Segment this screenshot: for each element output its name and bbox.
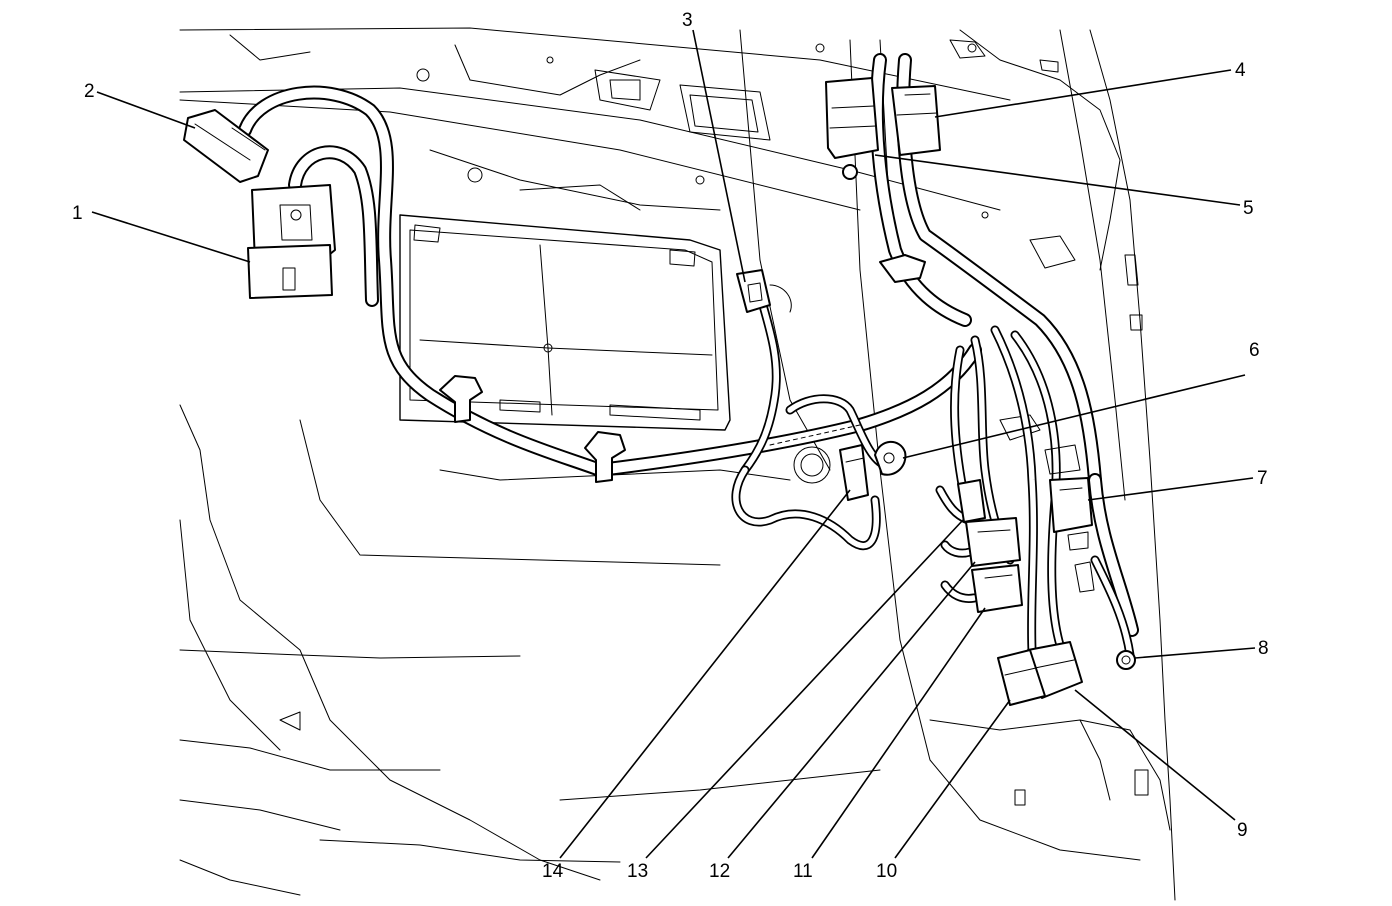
harness-clips: [439, 254, 926, 483]
callout-2: 2: [84, 81, 95, 102]
callout-7: 7: [1257, 468, 1268, 489]
leader-6: [902, 374, 1246, 459]
leader-4: [934, 69, 1232, 118]
connector-3: [736, 269, 792, 313]
callout-12: 12: [709, 861, 730, 882]
connector-14: [839, 444, 869, 501]
callout-6: 6: [1249, 340, 1260, 361]
leader-14: [559, 489, 851, 859]
callout-1: 1: [72, 203, 83, 224]
leader-12: [727, 561, 976, 859]
connector-10: [997, 649, 1046, 706]
connector-7: [1044, 444, 1095, 593]
callout-9: 9: [1237, 820, 1248, 841]
leader-3: [692, 29, 746, 283]
callout-11: 11: [793, 861, 813, 882]
connector-12: [965, 517, 1021, 567]
body-structure-lines: [179, 27, 1176, 901]
wiring-harness: [238, 53, 1139, 660]
connectors: [183, 77, 1136, 706]
leader-7: [1087, 477, 1254, 501]
leader-13: [645, 519, 964, 859]
connector-4: [891, 85, 941, 156]
leader-10: [894, 699, 1011, 859]
connector-11: [971, 564, 1023, 613]
callout-10: 10: [876, 861, 897, 882]
connector-8: [1116, 650, 1136, 670]
leader-9: [1074, 689, 1236, 821]
leader-lines: [91, 29, 1256, 859]
connector-2: [183, 109, 269, 183]
connector-13: [957, 479, 986, 523]
connector-5: [825, 77, 879, 180]
connector-6: [874, 440, 907, 476]
callout-labels: 1 2 3 4 5 6 7 8 9 10 11 12 13 14: [72, 10, 1269, 882]
connector-1: [247, 184, 336, 299]
leader-11: [811, 607, 986, 859]
leader-1: [91, 211, 251, 263]
leader-2: [96, 91, 196, 129]
callout-8: 8: [1258, 638, 1269, 659]
callout-13: 13: [627, 861, 648, 882]
callout-14: 14: [542, 861, 564, 882]
leader-5: [874, 154, 1241, 206]
callout-4: 4: [1235, 60, 1246, 81]
callout-3: 3: [682, 10, 693, 31]
callout-5: 5: [1243, 198, 1254, 219]
leader-8: [1134, 647, 1256, 659]
